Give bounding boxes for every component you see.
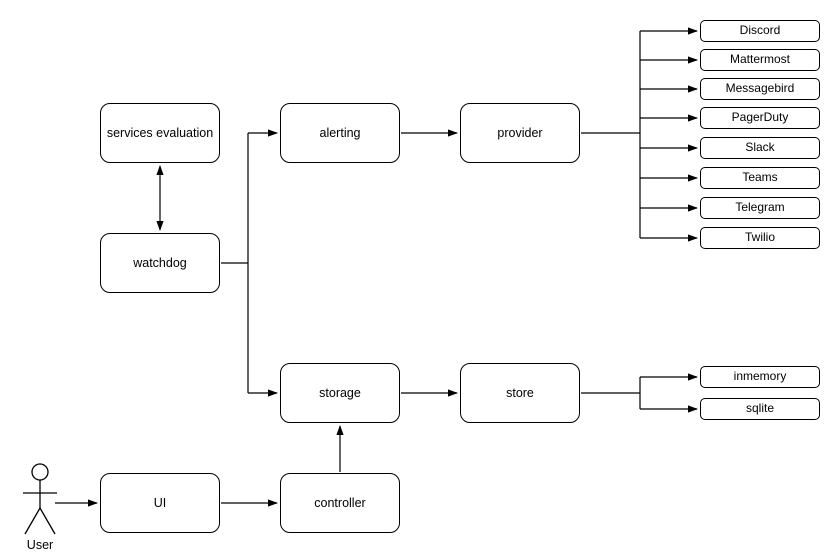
node-provider-messagebird-label: Messagebird — [725, 81, 795, 96]
node-ui-label: UI — [153, 495, 167, 510]
node-controller-label: controller — [314, 495, 366, 510]
node-provider-twilio[interactable]: Twilio — [700, 227, 820, 249]
node-provider-twilio-label: Twilio — [744, 230, 775, 245]
node-store-inmemory[interactable]: inmemory — [700, 366, 820, 388]
node-provider-messagebird[interactable]: Messagebird — [700, 78, 820, 100]
node-provider-telegram-label: Telegram — [735, 200, 785, 215]
user-actor[interactable]: User — [8, 462, 72, 554]
node-watchdog[interactable]: watchdog — [100, 233, 220, 293]
node-storage-label: storage — [319, 385, 361, 400]
node-store[interactable]: store — [460, 363, 580, 423]
node-controller[interactable]: controller — [280, 473, 400, 533]
node-provider-mattermost-label: Mattermost — [729, 52, 790, 67]
node-store-label: store — [506, 385, 534, 400]
node-provider-slack-label: Slack — [745, 140, 775, 155]
node-store-sqlite[interactable]: sqlite — [700, 398, 820, 420]
node-ui[interactable]: UI — [100, 473, 220, 533]
node-provider-pagerduty-label: PagerDuty — [731, 110, 789, 125]
node-provider-mattermost[interactable]: Mattermost — [700, 49, 820, 71]
node-store-inmemory-label: inmemory — [733, 369, 787, 384]
node-alerting[interactable]: alerting — [280, 103, 400, 163]
node-storage[interactable]: storage — [280, 363, 400, 423]
node-provider-discord-label: Discord — [739, 23, 781, 38]
user-actor-label: User — [26, 538, 54, 552]
node-provider-teams-label: Teams — [742, 170, 778, 185]
stick-figure-icon — [23, 463, 57, 535]
node-alerting-label: alerting — [319, 125, 361, 140]
node-provider-slack[interactable]: Slack — [700, 137, 820, 159]
node-services-evaluation[interactable]: services evaluation — [100, 103, 220, 163]
node-provider-telegram[interactable]: Telegram — [700, 197, 820, 219]
node-provider[interactable]: provider — [460, 103, 580, 163]
node-services-evaluation-label: services evaluation — [106, 125, 214, 140]
node-watchdog-label: watchdog — [133, 255, 187, 270]
node-provider-teams[interactable]: Teams — [700, 167, 820, 189]
node-provider-label: provider — [497, 125, 543, 140]
node-store-sqlite-label: sqlite — [745, 401, 774, 416]
node-provider-pagerduty[interactable]: PagerDuty — [700, 107, 820, 129]
node-provider-discord[interactable]: Discord — [700, 20, 820, 42]
